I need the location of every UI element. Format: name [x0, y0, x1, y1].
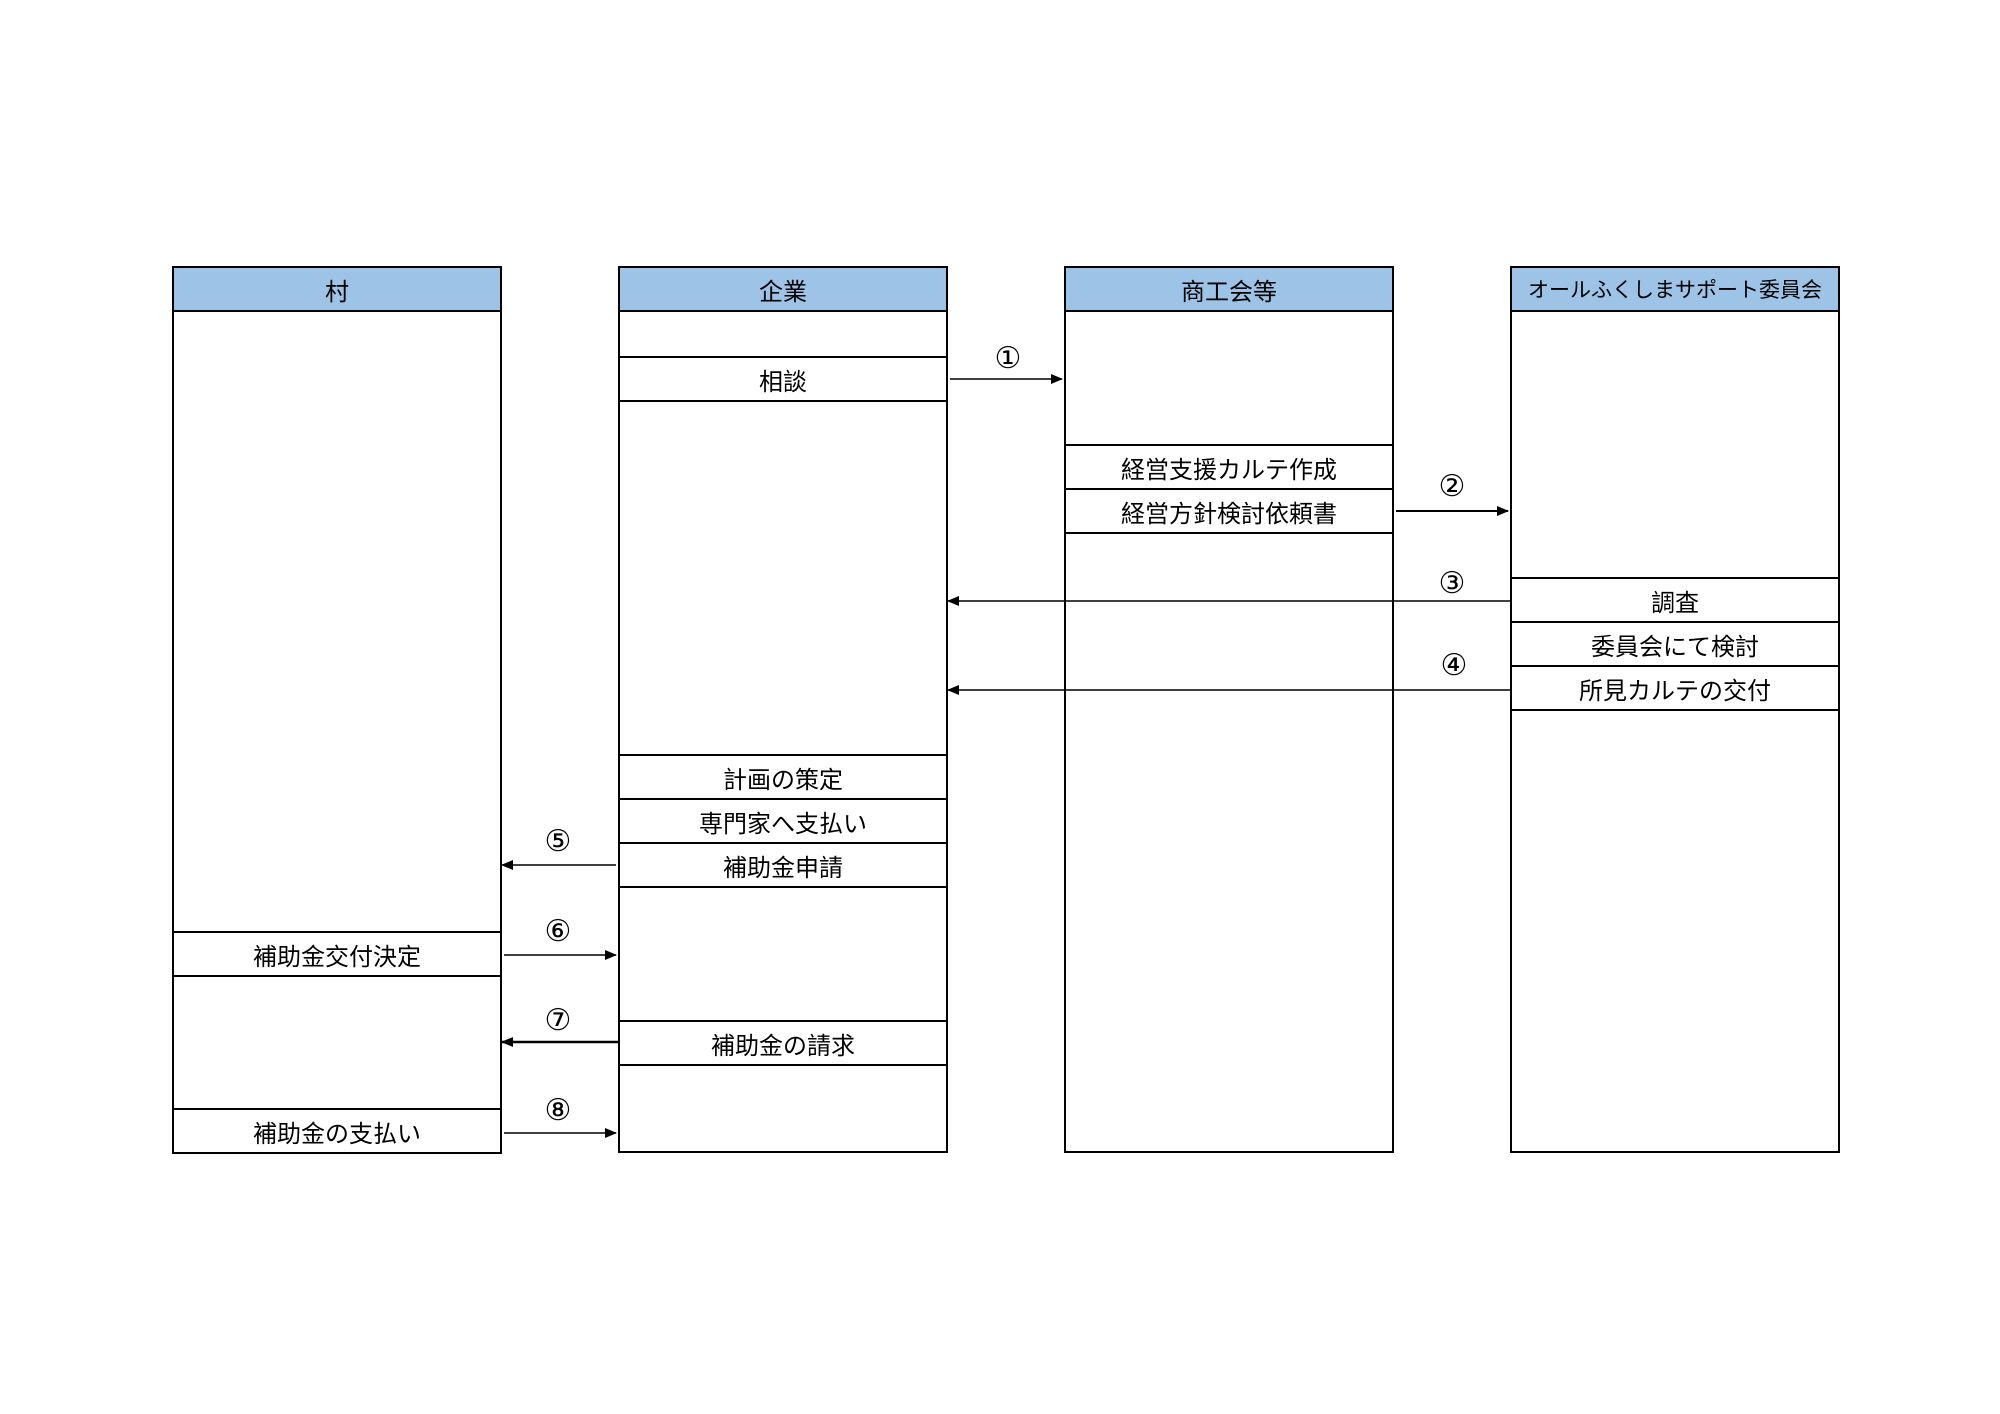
step-opinion-delivery: 所見カルテの交付 — [1510, 665, 1840, 711]
step-karte-creation: 経営支援カルテ作成 — [1064, 444, 1394, 490]
step-committee-review: 委員会にて検討 — [1510, 621, 1840, 667]
step-grant-decision: 補助金交付決定 — [172, 931, 502, 977]
step-policy-request: 経営方針検討依頼書 — [1064, 488, 1394, 534]
lane-header-company: 企業 — [618, 266, 948, 312]
step-plan-formulation: 計画の策定 — [618, 754, 948, 800]
flow-number-6: ⑥ — [544, 914, 572, 949]
flow-number-5: ⑤ — [544, 824, 572, 859]
step-subsidy-claim: 補助金の請求 — [618, 1020, 948, 1066]
lane-header-chamber: 商工会等 — [1064, 266, 1394, 312]
lane-body-company — [618, 266, 948, 1153]
step-subsidy-application: 補助金申請 — [618, 842, 948, 888]
flow-number-1: ① — [994, 341, 1022, 376]
flow-number-8: ⑧ — [544, 1093, 572, 1128]
flow-number-2: ② — [1438, 469, 1466, 504]
lane-body-chamber — [1064, 266, 1394, 1153]
step-subsidy-payment: 補助金の支払い — [172, 1108, 502, 1154]
lane-header-village: 村 — [172, 266, 502, 312]
lane-body-village — [172, 266, 502, 1153]
flow-number-4: ④ — [1440, 648, 1468, 683]
flow-number-3: ③ — [1438, 566, 1466, 601]
step-investigation: 調査 — [1510, 577, 1840, 623]
flow-number-7: ⑦ — [544, 1003, 572, 1038]
lane-header-committee: オールふくしまサポート委員会 — [1510, 266, 1840, 312]
step-expert-payment: 専門家へ支払い — [618, 798, 948, 844]
step-consultation: 相談 — [618, 356, 948, 402]
